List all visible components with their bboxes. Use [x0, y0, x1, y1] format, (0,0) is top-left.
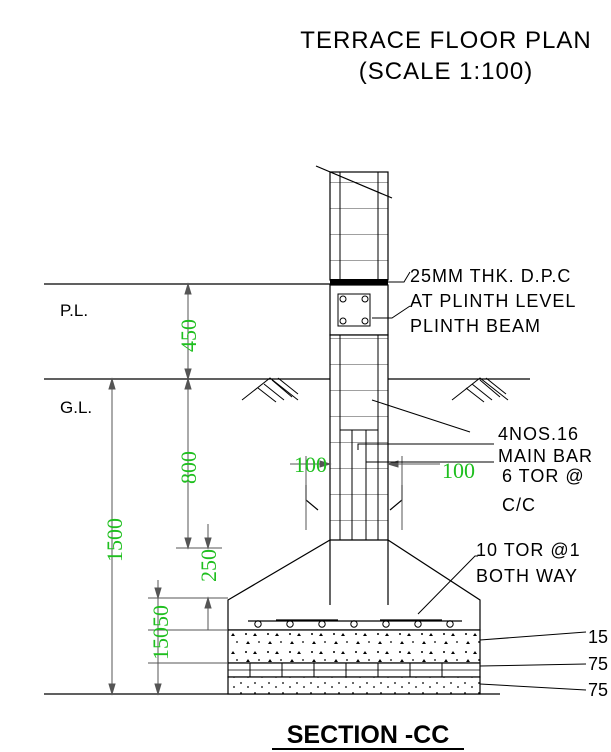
- dim-450: 450: [176, 319, 201, 352]
- dim-250: 250: [196, 549, 221, 582]
- note-plinth-beam: PLINTH BEAM: [410, 316, 541, 336]
- note-layer-1: 15: [588, 627, 608, 647]
- soil-hatch-right: [451, 377, 509, 403]
- footing-reinforcement: [248, 619, 462, 628]
- dim-15050: 15050: [148, 605, 173, 660]
- note-dpc-line2: AT PLINTH LEVEL: [410, 291, 576, 311]
- brick-wall: [315, 165, 393, 281]
- pcc-layer: [227, 629, 481, 664]
- plan-title: TERRACE FLOOR PLAN: [300, 27, 591, 54]
- note-dpc-line1: 25MM THK. D.P.C: [410, 266, 571, 286]
- dim-1500: 1500: [102, 518, 127, 562]
- plan-scale: (SCALE 1:100): [359, 58, 533, 85]
- note-footing-line2: BOTH WAY: [476, 566, 578, 586]
- plinth-level-label: P.L.: [60, 301, 88, 320]
- note-bars-line1: 4NOS.16: [498, 424, 579, 444]
- section-title: SECTION -CC: [287, 721, 450, 749]
- note-bars-line3: 6 TOR @: [502, 466, 585, 486]
- dpc-layer: [330, 279, 388, 285]
- note-bars-line4: C/C: [502, 495, 536, 515]
- note-layer-3: 75: [588, 680, 608, 700]
- annotation-leaders: [357, 271, 587, 691]
- note-footing-line1: 10 TOR @1: [476, 540, 581, 560]
- dimension-lines: [108, 282, 440, 696]
- soil-hatch-left: [241, 377, 299, 403]
- sand-layer: [227, 676, 481, 695]
- ground-level-label: G.L.: [60, 398, 92, 417]
- plinth-beam: [329, 284, 389, 336]
- dim-800: 800: [176, 451, 201, 484]
- dim-100-left: 100: [294, 452, 327, 477]
- note-layer-2: 75: [588, 654, 608, 674]
- brick-soling-layer: [227, 662, 481, 678]
- footing: [227, 539, 481, 631]
- note-bars-line2: MAIN BAR: [498, 446, 593, 466]
